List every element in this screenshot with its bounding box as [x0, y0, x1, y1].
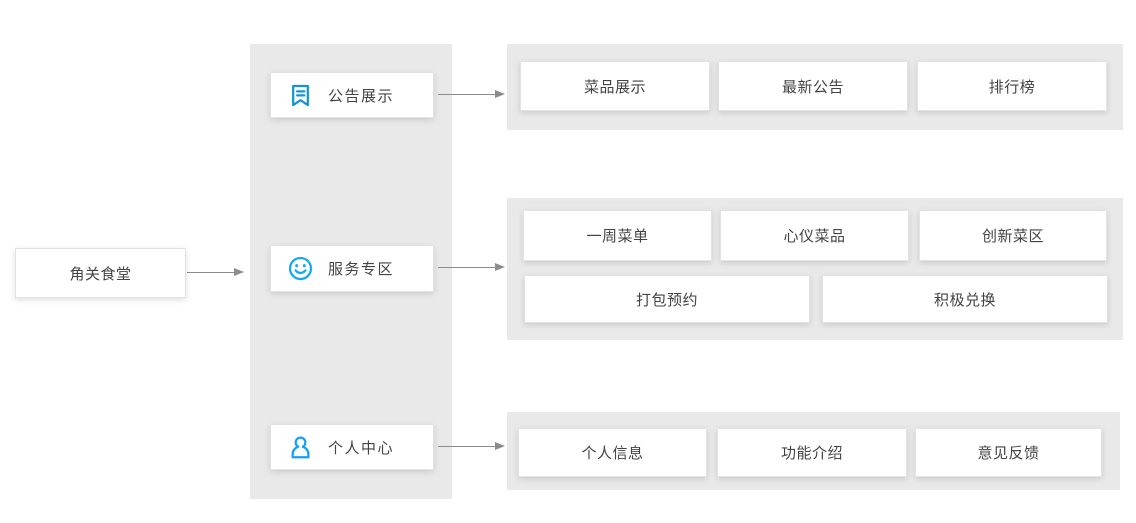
- smiley-icon: [287, 255, 314, 282]
- menu-node-announce-label: 公告展示: [328, 87, 395, 105]
- child-node-feedback[interactable]: 意见反馈: [915, 428, 1102, 477]
- child-node-label: 菜品展示: [583, 78, 646, 96]
- menu-node-announce[interactable]: 公告展示: [270, 72, 434, 118]
- menu-node-service[interactable]: 服务专区: [270, 245, 434, 292]
- connector-service: [438, 262, 505, 271]
- menu-node-personal[interactable]: 个人中心: [270, 424, 434, 470]
- child-node-label: 排行榜: [988, 78, 1036, 96]
- connector-personal: [438, 441, 505, 450]
- child-node-label: 个人信息: [581, 445, 644, 462]
- person-icon: [287, 434, 314, 461]
- child-node-feature-intro[interactable]: 功能介绍: [717, 428, 907, 477]
- child-node-label: 一周菜单: [586, 228, 649, 245]
- child-node-favorite-dish[interactable]: 心仪菜品: [720, 210, 909, 261]
- connector-root-to-menu: [187, 267, 244, 276]
- child-node-label: 打包预约: [635, 291, 698, 309]
- child-node-takeout-reserve[interactable]: 打包预约: [524, 275, 810, 323]
- child-node-label: 最新公告: [781, 78, 844, 96]
- child-node-label: 积极兑换: [933, 291, 996, 309]
- child-node-label: 心仪菜品: [783, 228, 846, 245]
- child-node-dish-display[interactable]: 菜品展示: [520, 61, 710, 111]
- bookmark-icon: [287, 82, 314, 109]
- child-node-label: 功能介绍: [780, 445, 843, 462]
- child-node-ranking[interactable]: 排行榜: [917, 61, 1107, 111]
- menu-node-service-label: 服务专区: [328, 261, 395, 278]
- root-node[interactable]: 角关食堂: [15, 248, 186, 298]
- child-node-latest-notice[interactable]: 最新公告: [718, 61, 908, 111]
- child-node-week-menu[interactable]: 一周菜单: [523, 210, 712, 261]
- child-node-personal-info[interactable]: 个人信息: [518, 428, 707, 477]
- menu-node-personal-label: 个人中心: [328, 439, 395, 457]
- child-node-points-exchange[interactable]: 积极兑换: [822, 275, 1108, 323]
- root-node-label: 角关食堂: [69, 265, 132, 283]
- child-node-label: 意见反馈: [977, 445, 1040, 462]
- connector-announce: [438, 89, 505, 98]
- child-node-innovative-zone[interactable]: 创新菜区: [919, 210, 1107, 261]
- child-node-label: 创新菜区: [981, 228, 1044, 245]
